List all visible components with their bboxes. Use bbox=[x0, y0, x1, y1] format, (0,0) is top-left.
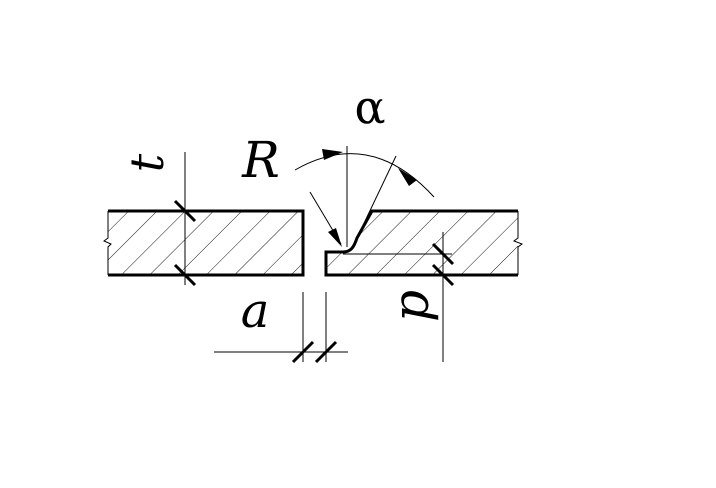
gap-left-tick bbox=[291, 340, 315, 364]
right-break-line bbox=[512, 211, 524, 275]
gap-label: a bbox=[241, 283, 270, 339]
angle-bevel-extension bbox=[356, 155, 397, 239]
thickness-label: t bbox=[120, 153, 174, 172]
radius-arrow bbox=[328, 228, 342, 247]
left-plate bbox=[103, 209, 305, 277]
angle-arrow-left bbox=[322, 149, 343, 160]
land-label: p bbox=[382, 290, 440, 322]
right-plate-hatch bbox=[326, 211, 518, 275]
left-plate-hatch bbox=[108, 211, 303, 275]
left-plate-outline bbox=[108, 209, 305, 277]
land-top-tick bbox=[431, 242, 455, 266]
land-dimension: p bbox=[382, 232, 455, 362]
radius-label: R bbox=[241, 131, 280, 189]
angle-arrow-right bbox=[398, 168, 417, 186]
right-plate bbox=[324, 209, 524, 277]
angle-label: α bbox=[354, 80, 385, 134]
thickness-top-tick bbox=[173, 199, 197, 223]
angle-dimension: α bbox=[294, 80, 435, 247]
thickness-bottom-tick bbox=[173, 263, 197, 287]
thickness-dimension: t bbox=[120, 152, 197, 287]
gap-dimension: a bbox=[214, 283, 348, 364]
land-bottom-tick bbox=[431, 263, 455, 287]
angle-arc bbox=[294, 153, 435, 198]
gap-right-tick bbox=[314, 340, 338, 364]
left-break-line bbox=[103, 211, 112, 275]
radius-dimension: R bbox=[241, 131, 342, 247]
right-plate-outline bbox=[324, 209, 518, 277]
